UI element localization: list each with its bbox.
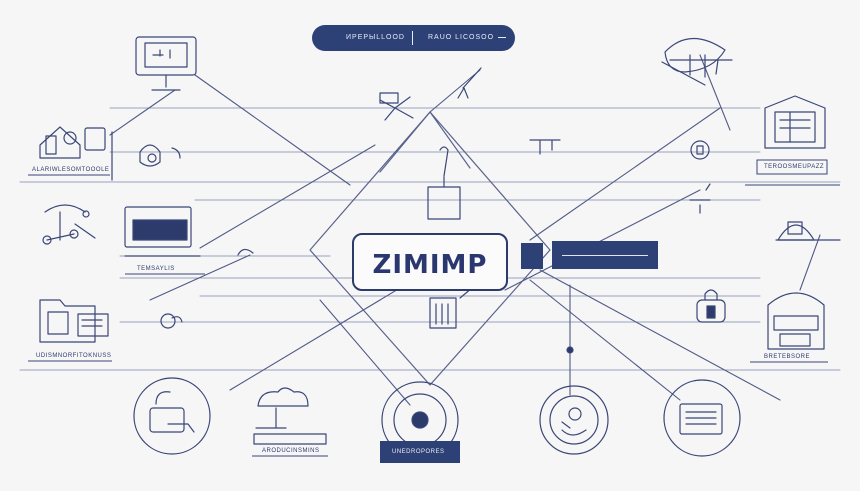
tool-icon xyxy=(529,139,561,155)
center-node: ZIMIMP xyxy=(352,233,508,291)
network-icon xyxy=(42,204,96,245)
pointer-icon xyxy=(457,67,482,99)
center-diamond xyxy=(309,111,551,386)
dome-icon xyxy=(775,221,841,241)
drone-icon xyxy=(379,92,414,121)
house-label: ALARIWLESOMTOOOLE xyxy=(32,167,110,173)
node-dot-icon xyxy=(566,346,574,354)
document-box-icon xyxy=(427,146,461,220)
center-side-square xyxy=(521,243,543,269)
center-side-bar-line xyxy=(562,255,648,256)
building-icon xyxy=(764,95,826,149)
pill-left-text: ИРЕРЫLLOOD xyxy=(346,34,405,41)
folder-label: UDISMNORFITOKNUSS xyxy=(36,353,112,359)
folder-icon xyxy=(39,299,109,343)
padlock-icon xyxy=(696,289,726,323)
pill-right-text: RAUO LICOSOO xyxy=(428,34,495,41)
pill-divider xyxy=(412,31,413,45)
broken-lock-icon xyxy=(133,377,211,455)
hand-lock-icon xyxy=(139,144,181,167)
store-label: BRETEBSORE xyxy=(764,354,811,360)
handshake-icon xyxy=(539,385,609,455)
cloud-label: ARODUCINSMINS xyxy=(262,448,320,454)
store-icon xyxy=(767,292,825,350)
pill-dash xyxy=(498,37,506,38)
desk-label: TEMSAYLIS xyxy=(137,266,175,272)
bottom-center-label-box xyxy=(380,441,460,463)
card-icon xyxy=(663,379,741,457)
coil-icon xyxy=(160,313,183,329)
cloud-icon xyxy=(253,387,327,445)
cable-icon xyxy=(237,248,254,256)
connector-lines xyxy=(109,54,821,406)
house-icon xyxy=(39,126,113,181)
gauge-icon xyxy=(690,140,710,160)
desk-icon xyxy=(124,206,201,257)
satellite-dish-icon xyxy=(661,37,733,86)
storage-label: TEROOSMEUPAZZ xyxy=(764,164,825,170)
plug-icon xyxy=(689,183,711,214)
center-title: ZIMIMP xyxy=(372,250,488,280)
bottom-center-label: UNEDROPORES xyxy=(392,449,445,455)
monitor-icon xyxy=(135,36,197,91)
top-pill-banner: ИРЕРЫLLOOD RAUO LICOSOO xyxy=(312,25,515,51)
